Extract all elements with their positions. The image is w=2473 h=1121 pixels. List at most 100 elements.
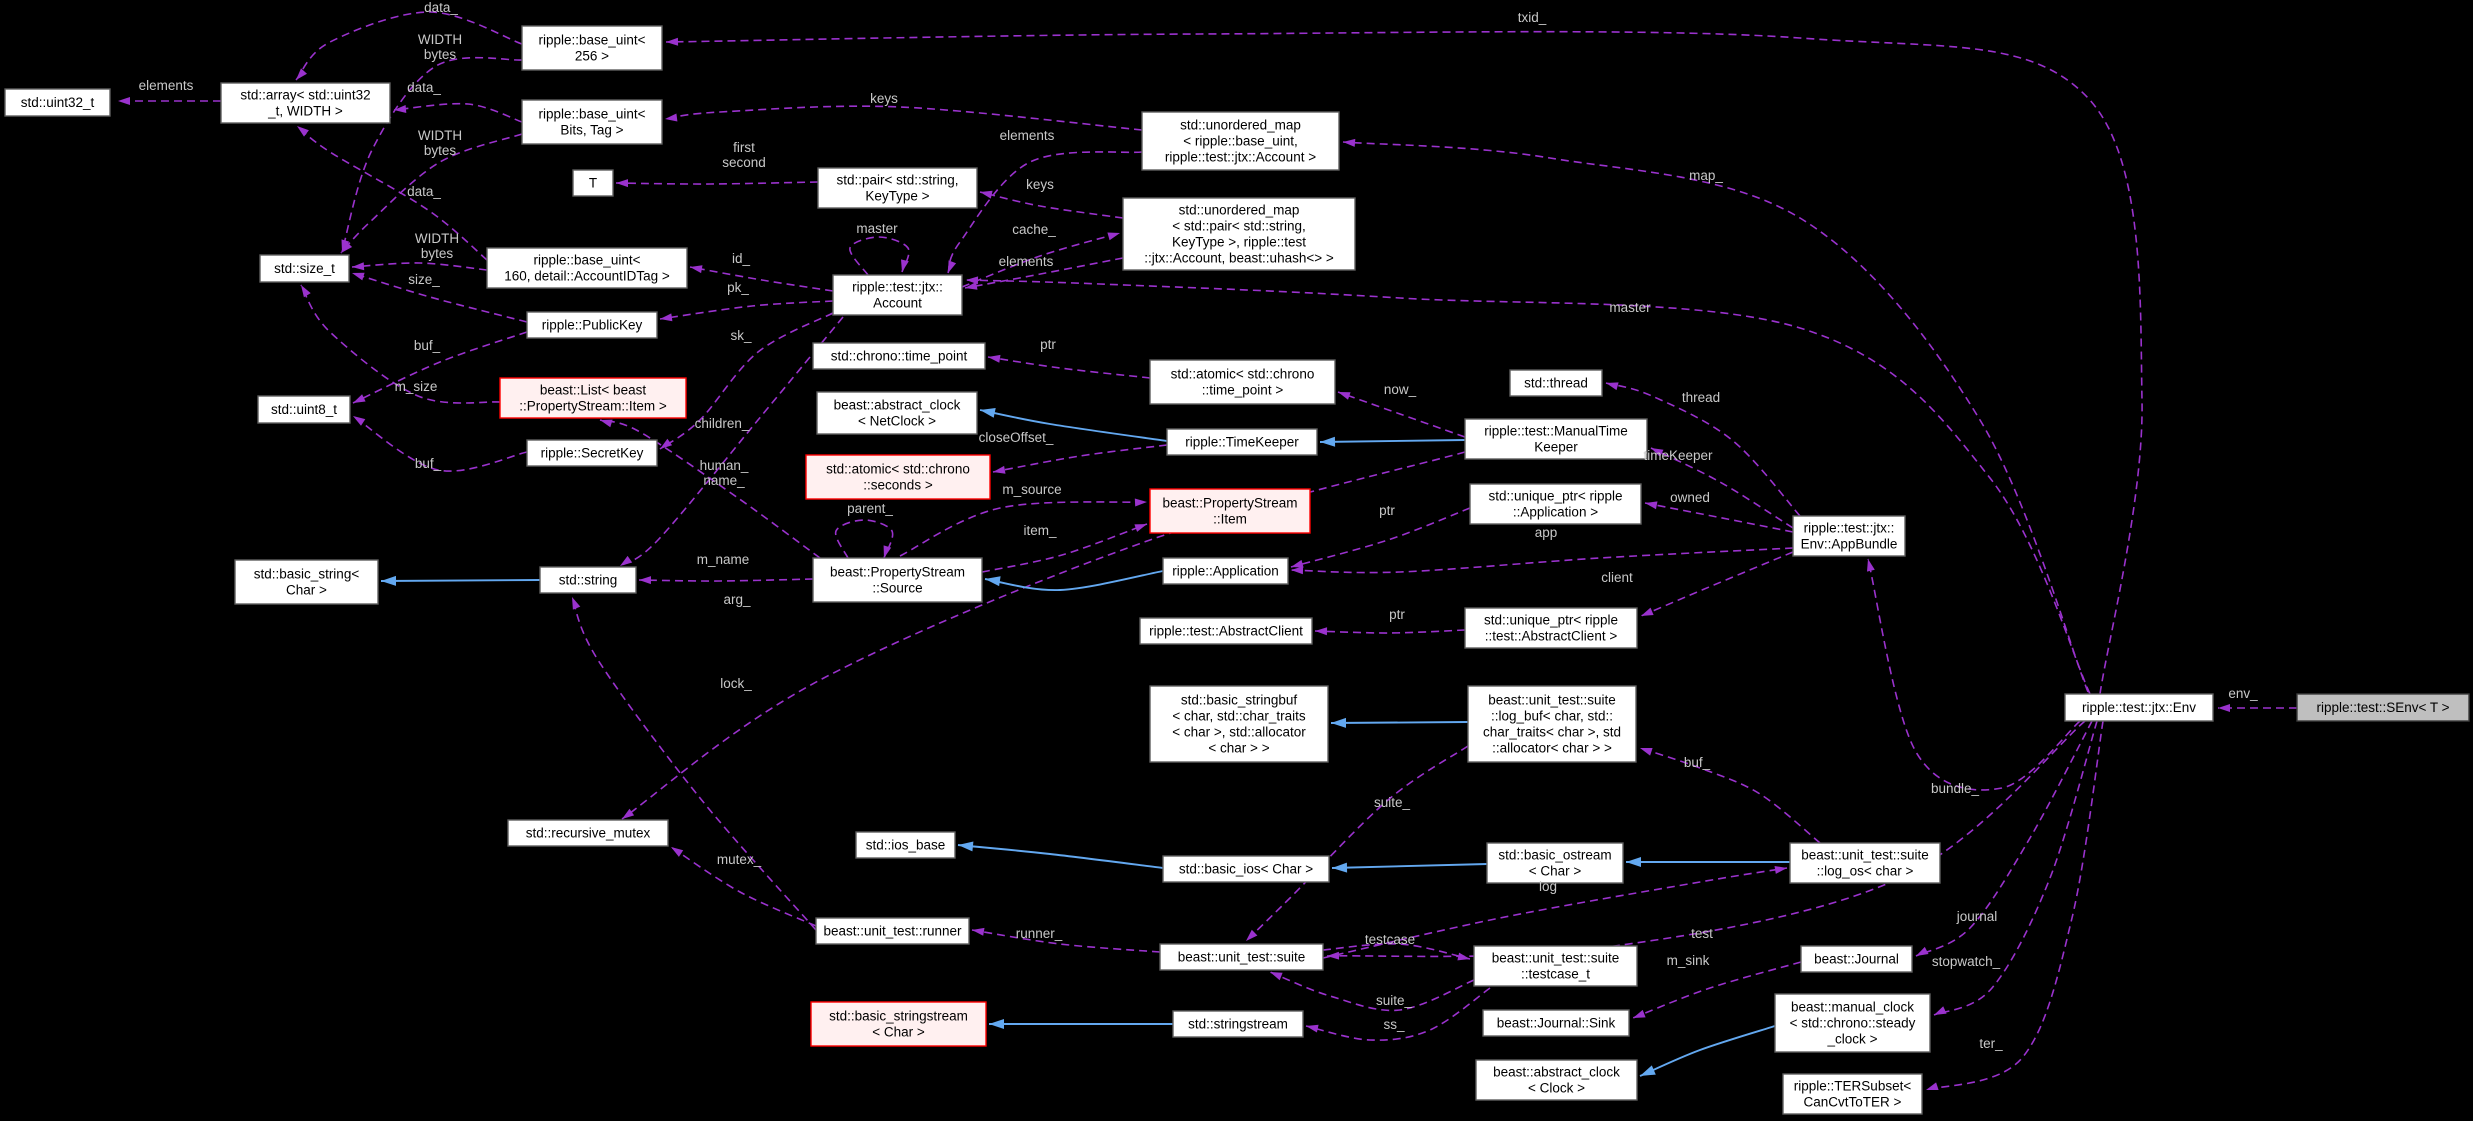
class-node-log_buf-box[interactable] xyxy=(1467,685,1637,763)
class-node-list[interactable]: beast::List< beast::PropertyStream::Item… xyxy=(499,377,687,419)
class-node-thread[interactable]: std::thread xyxy=(1509,369,1603,397)
class-node-abstract_clock[interactable]: beast::abstract_clock< Clock > xyxy=(1475,1059,1638,1101)
class-node-abstractclient-box[interactable] xyxy=(1139,617,1313,645)
class-node-senv[interactable]: ripple::test::SEnv< T > xyxy=(2296,693,2470,722)
class-node-uint8_t-box[interactable] xyxy=(257,395,351,424)
class-node-runner[interactable]: beast::unit_test::runner xyxy=(815,917,970,945)
class-node-publickey-box[interactable] xyxy=(526,311,658,339)
class-node-uint8_t[interactable]: std::uint8_t xyxy=(257,395,351,424)
class-node-tersubset[interactable]: ripple::TERSubset<CanCvtToTER > xyxy=(1782,1073,1923,1115)
class-node-manual_clock[interactable]: beast::manual_clock< std::chrono::steady… xyxy=(1774,993,1931,1053)
class-node-atomic_tp-box[interactable] xyxy=(1149,359,1336,405)
class-node-uint32_t-box[interactable] xyxy=(4,88,111,117)
class-node-atomic_tp[interactable]: std::atomic< std::chrono::time_point > xyxy=(1149,359,1336,405)
class-node-suite[interactable]: beast::unit_test::suite xyxy=(1159,943,1324,971)
class-node-recursive_mutex[interactable]: std::recursive_mutex xyxy=(507,819,669,847)
class-node-log_os-box[interactable] xyxy=(1789,842,1941,884)
class-node-sink[interactable]: beast::Journal::Sink xyxy=(1482,1009,1630,1037)
class-node-basic_ios-box[interactable] xyxy=(1162,855,1330,883)
class-node-uptr_app[interactable]: std::unique_ptr< ripple::Application > xyxy=(1469,483,1642,525)
class-node-stringbuf-box[interactable] xyxy=(1149,685,1329,763)
class-node-tersubset-box[interactable] xyxy=(1782,1073,1923,1115)
class-node-umap2[interactable]: std::unordered_map< std::pair< std::stri… xyxy=(1122,197,1356,271)
class-node-string[interactable]: std::string xyxy=(539,566,637,594)
class-node-ios_base-box[interactable] xyxy=(855,831,956,859)
class-node-basic_ostream[interactable]: std::basic_ostream< Char > xyxy=(1486,842,1624,884)
class-node-ps_source[interactable]: beast::PropertyStream::Source xyxy=(812,557,983,603)
class-node-netclock[interactable]: beast::abstract_clock< NetClock > xyxy=(816,391,978,435)
class-node-log_buf[interactable]: beast::unit_test::suite::log_buf< char, … xyxy=(1467,685,1637,763)
class-node-string-box[interactable] xyxy=(539,566,637,594)
class-node-manualtk-box[interactable] xyxy=(1464,418,1648,460)
class-node-array[interactable]: std::array< std::uint32_t, WIDTH > xyxy=(220,82,391,124)
class-node-testcase_t-box[interactable] xyxy=(1473,945,1638,987)
class-node-ps_item[interactable]: beast::PropertyStream::Item xyxy=(1149,488,1311,534)
class-node-abstractclient[interactable]: ripple::test::AbstractClient xyxy=(1139,617,1313,645)
class-node-uint32_t[interactable]: std::uint32_t xyxy=(4,88,111,117)
class-node-atomic_sec-box[interactable] xyxy=(805,454,991,500)
class-node-env[interactable]: ripple::test::jtx::Env xyxy=(2064,693,2214,722)
class-node-base_uint160[interactable]: ripple::base_uint<160, detail::AccountID… xyxy=(486,247,688,289)
class-node-log_os[interactable]: beast::unit_test::suite::log_os< char > xyxy=(1789,842,1941,884)
class-node-account[interactable]: ripple::test::jtx::Account xyxy=(832,274,963,316)
class-node-timekeeper-box[interactable] xyxy=(1166,428,1318,456)
class-node-publickey[interactable]: ripple::PublicKey xyxy=(526,311,658,339)
class-node-size_t-box[interactable] xyxy=(259,254,350,283)
class-node-atomic_sec[interactable]: std::atomic< std::chrono::seconds > xyxy=(805,454,991,500)
class-node-secretkey-box[interactable] xyxy=(526,439,658,467)
class-node-ps_source-box[interactable] xyxy=(812,557,983,603)
class-node-base_uint_bits-box[interactable] xyxy=(521,99,663,145)
class-node-pair-box[interactable] xyxy=(817,167,978,209)
class-node-size_t[interactable]: std::size_t xyxy=(259,254,350,283)
class-node-time_point[interactable]: std::chrono::time_point xyxy=(812,342,986,370)
class-node-basic_ios[interactable]: std::basic_ios< Char > xyxy=(1162,855,1330,883)
class-node-application[interactable]: ripple::Application xyxy=(1162,557,1289,585)
class-node-pair[interactable]: std::pair< std::string,KeyType > xyxy=(817,167,978,209)
class-node-senv-box[interactable] xyxy=(2296,693,2470,722)
class-node-appbundle[interactable]: ripple::test::jtx::Env::AppBundle xyxy=(1792,515,1906,557)
class-node-env-box[interactable] xyxy=(2064,693,2214,722)
class-node-umap1[interactable]: std::unordered_map< ripple::base_uint,ri… xyxy=(1141,111,1340,171)
class-node-basic_sstream-box[interactable] xyxy=(810,1001,987,1047)
class-node-account-box[interactable] xyxy=(832,274,963,316)
class-node-manual_clock-box[interactable] xyxy=(1774,993,1931,1053)
class-node-ios_base[interactable]: std::ios_base xyxy=(855,831,956,859)
class-node-uptr_client[interactable]: std::unique_ptr< ripple::test::AbstractC… xyxy=(1464,607,1638,649)
class-node-sstream[interactable]: std::stringstream xyxy=(1172,1010,1304,1038)
class-node-thread-box[interactable] xyxy=(1509,369,1603,397)
class-node-base_uint256-box[interactable] xyxy=(521,25,663,71)
class-node-list-box[interactable] xyxy=(499,377,687,419)
class-node-suite-box[interactable] xyxy=(1159,943,1324,971)
class-node-basic_string[interactable]: std::basic_string<Char > xyxy=(234,559,379,605)
class-node-basic_string-box[interactable] xyxy=(234,559,379,605)
class-node-testcase_t[interactable]: beast::unit_test::suite::testcase_t xyxy=(1473,945,1638,987)
class-node-ps_item-box[interactable] xyxy=(1149,488,1311,534)
class-node-abstract_clock-box[interactable] xyxy=(1475,1059,1638,1101)
class-node-base_uint160-box[interactable] xyxy=(486,247,688,289)
class-node-netclock-box[interactable] xyxy=(816,391,978,435)
class-node-stringbuf[interactable]: std::basic_stringbuf< char, std::char_tr… xyxy=(1149,685,1329,763)
class-node-runner-box[interactable] xyxy=(815,917,970,945)
class-node-base_uint256[interactable]: ripple::base_uint<256 > xyxy=(521,25,663,71)
class-node-T[interactable]: T xyxy=(572,169,614,197)
class-node-recursive_mutex-box[interactable] xyxy=(507,819,669,847)
class-node-uptr_client-box[interactable] xyxy=(1464,607,1638,649)
class-node-basic_ostream-box[interactable] xyxy=(1486,842,1624,884)
class-node-T-box[interactable] xyxy=(572,169,614,197)
class-node-basic_sstream[interactable]: std::basic_stringstream< Char > xyxy=(810,1001,987,1047)
class-node-base_uint_bits[interactable]: ripple::base_uint<Bits, Tag > xyxy=(521,99,663,145)
class-node-sstream-box[interactable] xyxy=(1172,1010,1304,1038)
class-node-application-box[interactable] xyxy=(1162,557,1289,585)
class-node-array-box[interactable] xyxy=(220,82,391,124)
class-node-timekeeper[interactable]: ripple::TimeKeeper xyxy=(1166,428,1318,456)
class-node-secretkey[interactable]: ripple::SecretKey xyxy=(526,439,658,467)
class-node-appbundle-box[interactable] xyxy=(1792,515,1906,557)
class-node-journal-box[interactable] xyxy=(1800,945,1913,973)
class-node-uptr_app-box[interactable] xyxy=(1469,483,1642,525)
class-node-umap1-box[interactable] xyxy=(1141,111,1340,171)
class-node-time_point-box[interactable] xyxy=(812,342,986,370)
class-node-journal[interactable]: beast::Journal xyxy=(1800,945,1913,973)
class-node-umap2-box[interactable] xyxy=(1122,197,1356,271)
class-node-sink-box[interactable] xyxy=(1482,1009,1630,1037)
